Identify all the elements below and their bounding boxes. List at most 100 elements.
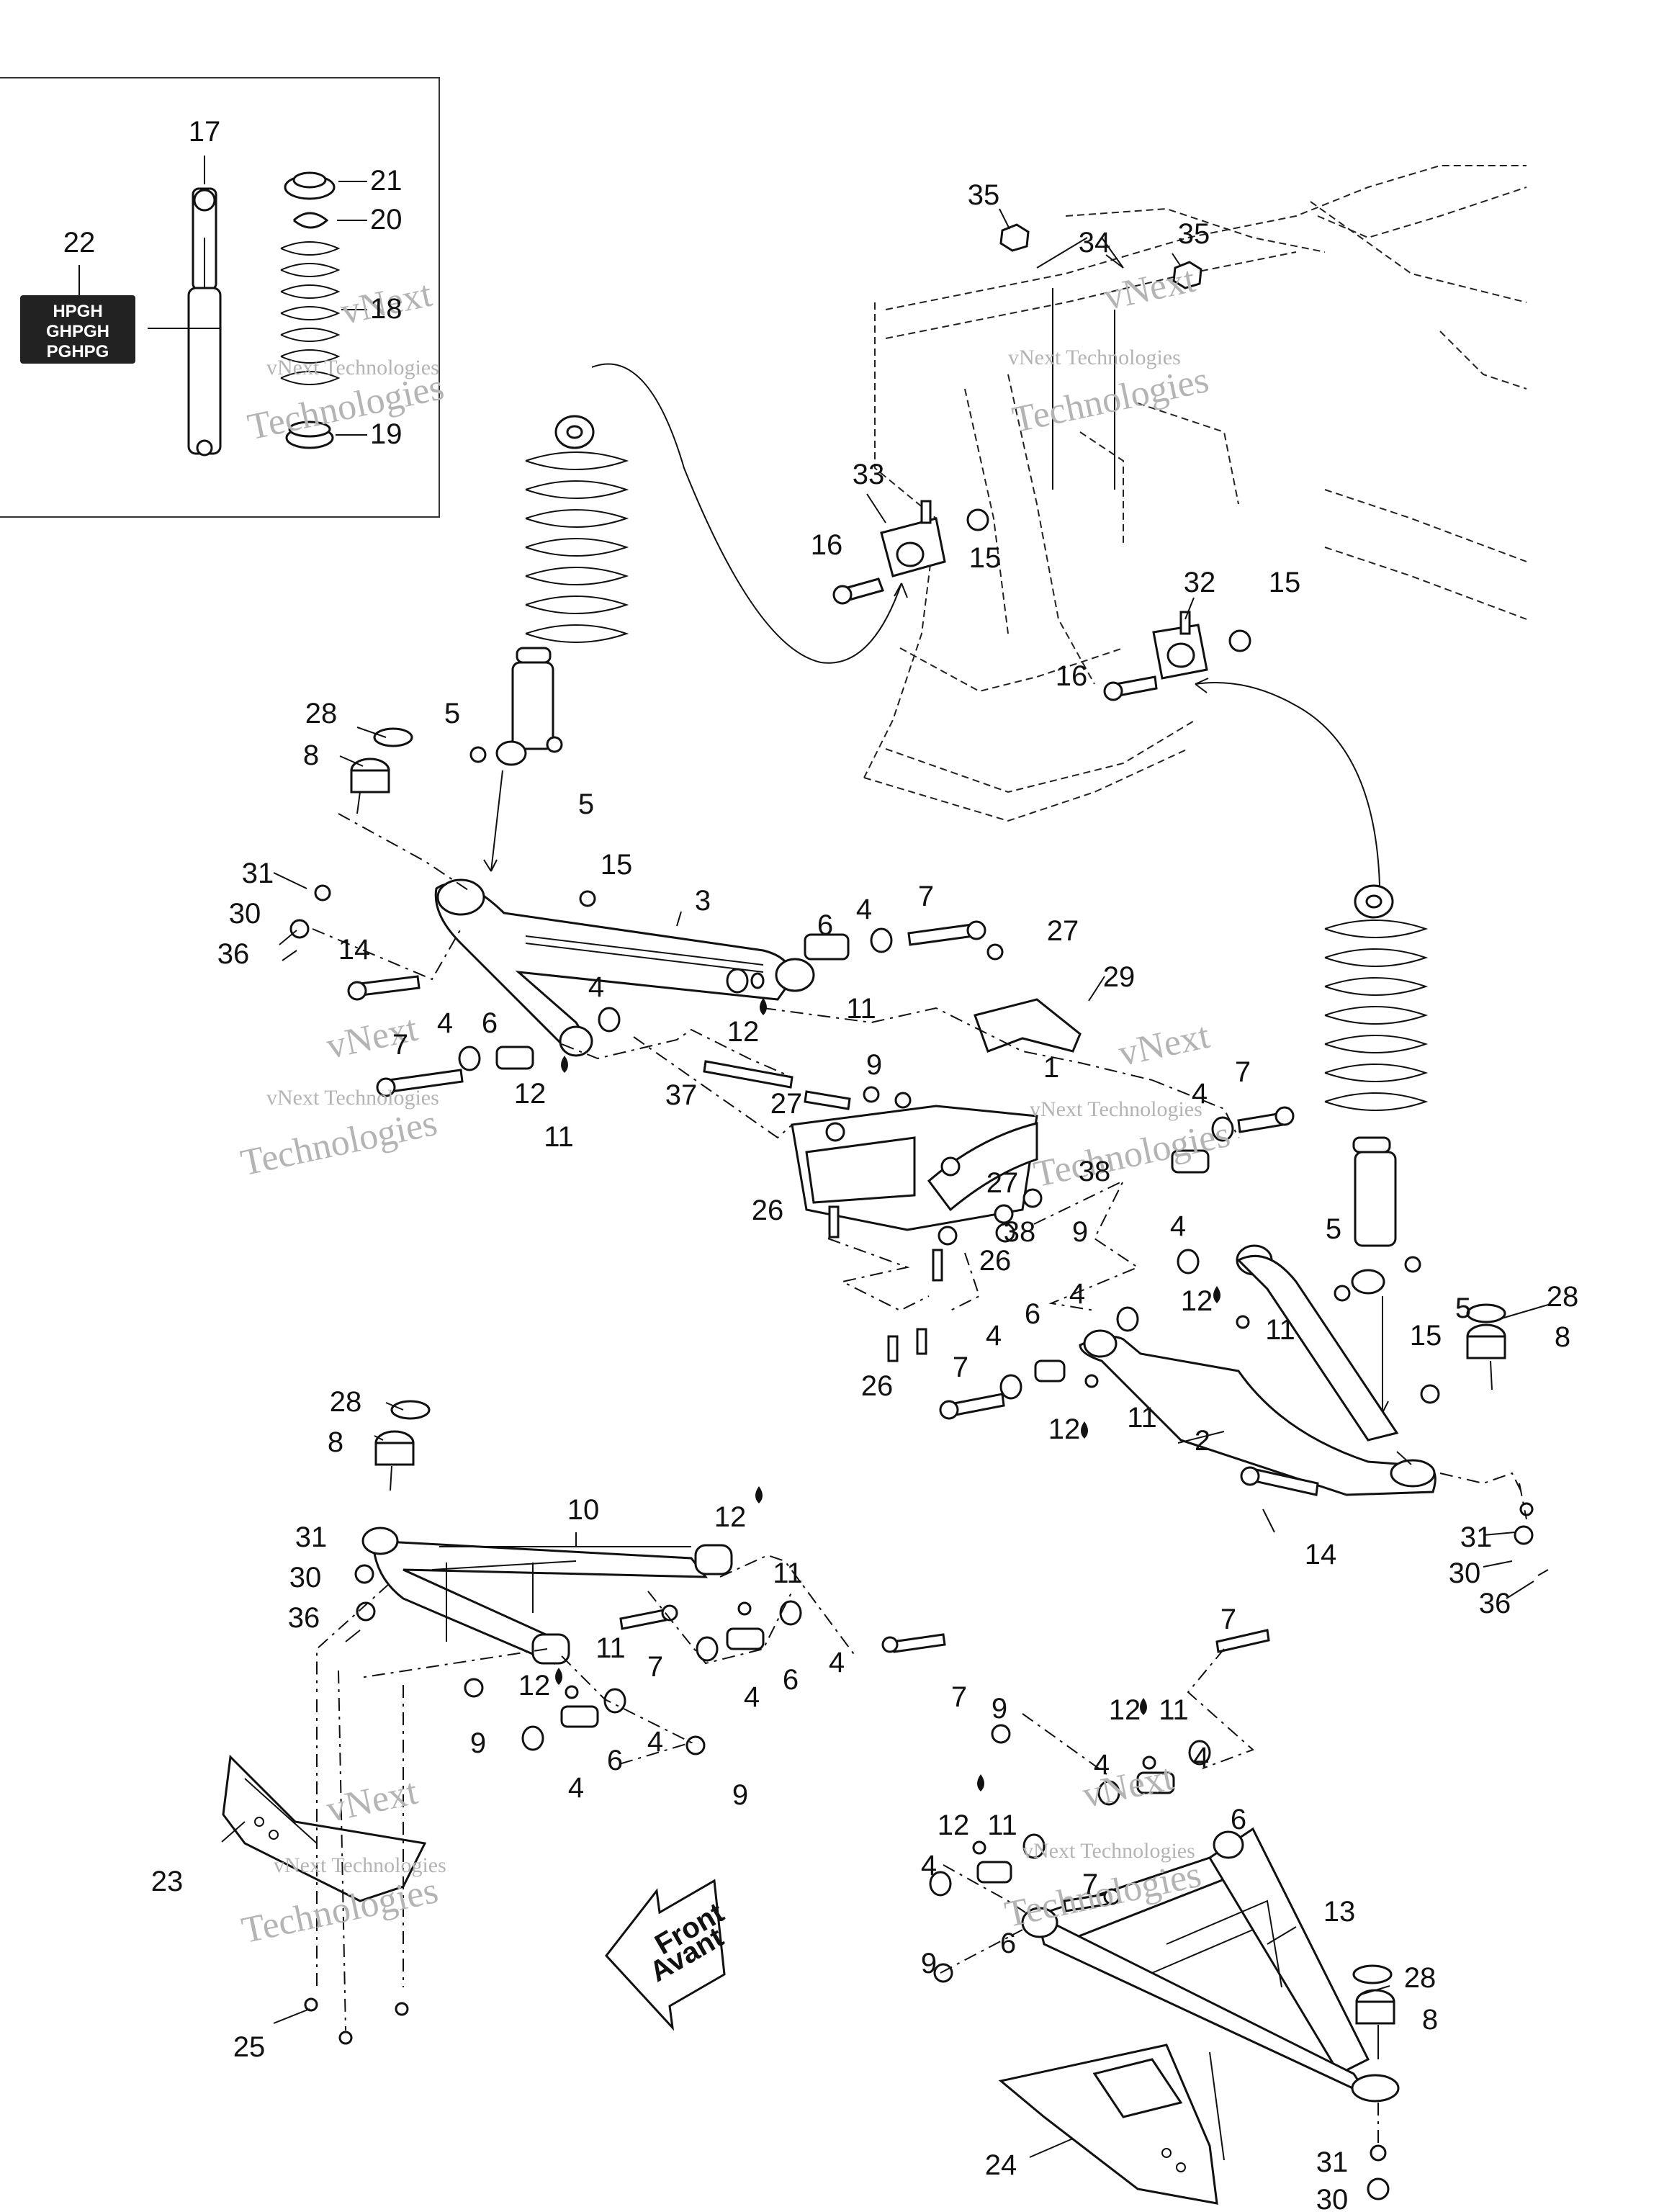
watermark-technologies: Technologies xyxy=(1009,359,1212,441)
callout-11: 11 xyxy=(1159,1694,1189,1726)
callout-9: 9 xyxy=(1072,1216,1088,1248)
frame-hardware xyxy=(832,223,1251,701)
callout-30: 30 xyxy=(289,1562,322,1593)
callout-30: 30 xyxy=(229,898,261,930)
vehicle-frame xyxy=(863,165,1527,822)
callout-38: 38 xyxy=(1079,1156,1111,1187)
callout-12: 12 xyxy=(1048,1413,1081,1445)
callout-21: 21 xyxy=(370,165,403,197)
callout-10: 10 xyxy=(567,1494,600,1526)
callout-28: 28 xyxy=(330,1386,362,1418)
watermark-vnext: vNext xyxy=(323,1771,422,1830)
callout-11: 11 xyxy=(595,1632,626,1664)
callout-15: 15 xyxy=(1410,1320,1442,1352)
callout-31: 31 xyxy=(242,858,274,889)
callout-4: 4 xyxy=(744,1681,760,1713)
callout-7: 7 xyxy=(1235,1056,1251,1088)
callout-11: 11 xyxy=(846,993,876,1025)
callout-6: 6 xyxy=(817,909,833,941)
callout-12: 12 xyxy=(518,1670,551,1701)
decal-row-1: HPGH xyxy=(53,302,102,321)
callout-9: 9 xyxy=(732,1779,748,1811)
callout-6: 6 xyxy=(482,1007,498,1039)
callout-5: 5 xyxy=(578,788,594,820)
callout-6: 6 xyxy=(1231,1804,1246,1835)
callout-31: 31 xyxy=(1316,2146,1349,2178)
callout-35: 35 xyxy=(1178,218,1210,250)
callout-15: 15 xyxy=(601,849,633,881)
lower-a-arm-2 xyxy=(1079,1244,1437,1496)
watermark-company: vNext Technologies xyxy=(266,1086,439,1110)
shock-absorber-detail xyxy=(148,187,222,457)
front-cross-member-1 xyxy=(791,1105,1038,1231)
callout-24: 24 xyxy=(985,2149,1017,2181)
callout-11: 11 xyxy=(987,1809,1017,1841)
ball-joint-hardware xyxy=(350,727,1506,2059)
callout-15: 15 xyxy=(969,542,1002,574)
watermark-company: vNext Technologies xyxy=(266,356,439,379)
decal-hpg: HPGH GHPGH PGHPG xyxy=(20,295,135,364)
watermark-vnext: vNext xyxy=(1115,1015,1214,1074)
watermark-technologies: Technologies xyxy=(1030,1114,1233,1195)
callout-4: 4 xyxy=(829,1647,845,1678)
callout-28: 28 xyxy=(305,698,338,729)
callout-1: 1 xyxy=(1043,1052,1059,1084)
callout-36: 36 xyxy=(217,938,250,970)
callout-11: 11 xyxy=(773,1557,803,1589)
callout-20: 20 xyxy=(370,204,403,235)
callout-6: 6 xyxy=(1000,1928,1016,1959)
callout-4: 4 xyxy=(1069,1278,1085,1310)
callout-9: 9 xyxy=(921,1948,937,1979)
callout-12: 12 xyxy=(1181,1285,1213,1317)
callout-4: 4 xyxy=(856,894,872,925)
callout-4: 4 xyxy=(1193,1742,1209,1773)
callout-4: 4 xyxy=(647,1726,663,1758)
callout-26: 26 xyxy=(752,1195,784,1226)
callout-5: 5 xyxy=(1326,1213,1341,1245)
decal-row-3: PGHPG xyxy=(47,342,109,361)
callout-4: 4 xyxy=(568,1772,584,1804)
callout-8: 8 xyxy=(328,1426,343,1458)
callout-7: 7 xyxy=(918,881,934,912)
callout-30: 30 xyxy=(1316,2184,1349,2212)
watermark-company: vNext Technologies xyxy=(1030,1097,1202,1121)
callout-8: 8 xyxy=(1555,1321,1570,1353)
callout-34: 34 xyxy=(1079,227,1111,258)
callout-12: 12 xyxy=(714,1501,747,1533)
callout-27: 27 xyxy=(770,1088,803,1120)
watermark-company: vNext Technologies xyxy=(274,1853,446,1877)
callout-14: 14 xyxy=(1305,1539,1337,1570)
callout-36: 36 xyxy=(1479,1588,1511,1619)
spring-adjuster-19 xyxy=(285,421,367,449)
callout-13: 13 xyxy=(1323,1896,1356,1928)
lower-a-arm-13 xyxy=(1021,1827,1400,2161)
callout-4: 4 xyxy=(986,1320,1002,1352)
callout-7: 7 xyxy=(1220,1604,1236,1635)
watermarks: vNext vNext Technologies Technologies vN… xyxy=(238,259,1234,1951)
callout-6: 6 xyxy=(607,1745,623,1776)
callout-28: 28 xyxy=(1404,1962,1437,1994)
skid-plate-23 xyxy=(222,1754,427,1902)
callout-16: 16 xyxy=(1056,660,1088,692)
callout-28: 28 xyxy=(1547,1281,1579,1313)
callout-11: 11 xyxy=(1127,1402,1157,1434)
callout-7: 7 xyxy=(1082,1869,1098,1900)
callout-30: 30 xyxy=(1449,1557,1481,1589)
right-shock-assembly xyxy=(1195,678,1429,1413)
callout-17: 17 xyxy=(189,116,221,148)
skid-plate-24 xyxy=(998,2044,1218,2205)
callout-6: 6 xyxy=(1025,1298,1040,1330)
callout-26: 26 xyxy=(861,1370,894,1402)
callout-7: 7 xyxy=(392,1029,408,1061)
callout-31: 31 xyxy=(295,1521,328,1553)
lower-a-arm-10 xyxy=(361,1527,733,1665)
bracket-29 xyxy=(974,998,1082,1053)
callout-5: 5 xyxy=(444,698,460,729)
watermark-company: vNext Technologies xyxy=(1022,1839,1195,1863)
callout-4: 4 xyxy=(1192,1078,1208,1110)
callout-31: 31 xyxy=(1460,1521,1493,1553)
callout-25: 25 xyxy=(233,2031,266,2063)
callout-18: 18 xyxy=(370,293,403,325)
callout-35: 35 xyxy=(968,179,1000,211)
callout-32: 32 xyxy=(1184,567,1216,598)
